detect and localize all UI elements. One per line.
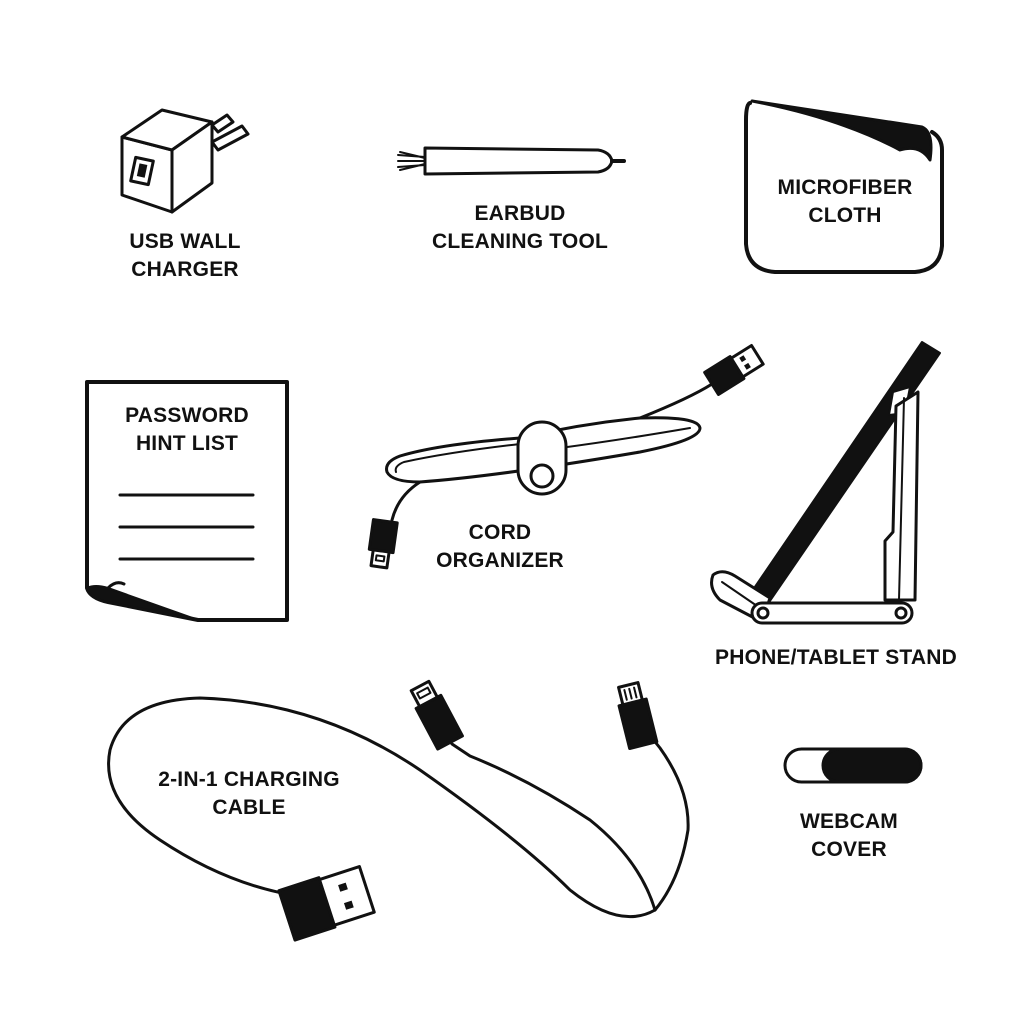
password-hint-list-label-line-1: PASSWORD	[125, 404, 249, 427]
usb-wall-charger-label: USB WALL CHARGER	[95, 228, 275, 284]
webcam-cover-icon	[785, 749, 921, 782]
earbud-cleaning-tool-icon	[398, 148, 624, 174]
microfiber-cloth-label: MICROFIBER CLOTH	[752, 174, 938, 230]
phone-tablet-stand-label-line-1: PHONE/TABLET STAND	[715, 646, 957, 669]
earbud-cleaning-tool-label-line-1: EARBUD	[474, 202, 566, 225]
webcam-cover-label-line-2: COVER	[811, 838, 887, 861]
earbud-cleaning-tool-label-line-2: CLEANING TOOL	[431, 230, 609, 253]
cord-organizer-label-line-1: CORD	[468, 521, 532, 544]
phone-tablet-stand-icon	[712, 342, 940, 623]
cord-organizer-label-line-2: ORGANIZER	[436, 549, 564, 572]
charging-cable-label-line-1: 2-IN-1 CHARGING	[158, 768, 340, 791]
microfiber-cloth-icon	[746, 101, 942, 272]
earbud-cleaning-tool-label: EARBUD CLEANING TOOL	[410, 200, 630, 256]
usb-wall-charger-label-line-1: USB WALL	[129, 230, 241, 253]
charging-cable-icon	[109, 679, 689, 940]
microfiber-cloth-label-line-2: CLOTH	[808, 204, 882, 227]
usb-wall-charger-icon	[122, 110, 248, 212]
password-hint-list-label: PASSWORD HINT LIST	[95, 402, 279, 458]
password-hint-list-label-line-2: HINT LIST	[135, 432, 239, 455]
usb-wall-charger-label-line-2: CHARGER	[131, 258, 239, 281]
phone-tablet-stand-label: PHONE/TABLET STAND	[694, 644, 978, 672]
webcam-cover-label-line-1: WEBCAM	[799, 810, 899, 833]
charging-cable-label: 2-IN-1 CHARGING CABLE	[134, 766, 364, 822]
microfiber-cloth-label-line-1: MICROFIBER	[777, 176, 913, 199]
cord-organizer-icon	[367, 344, 764, 569]
charging-cable-label-line-2: CABLE	[212, 796, 286, 819]
webcam-cover-label: WEBCAM COVER	[774, 808, 924, 864]
cord-organizer-label: CORD ORGANIZER	[410, 519, 590, 575]
password-hint-list-icon	[87, 382, 287, 620]
